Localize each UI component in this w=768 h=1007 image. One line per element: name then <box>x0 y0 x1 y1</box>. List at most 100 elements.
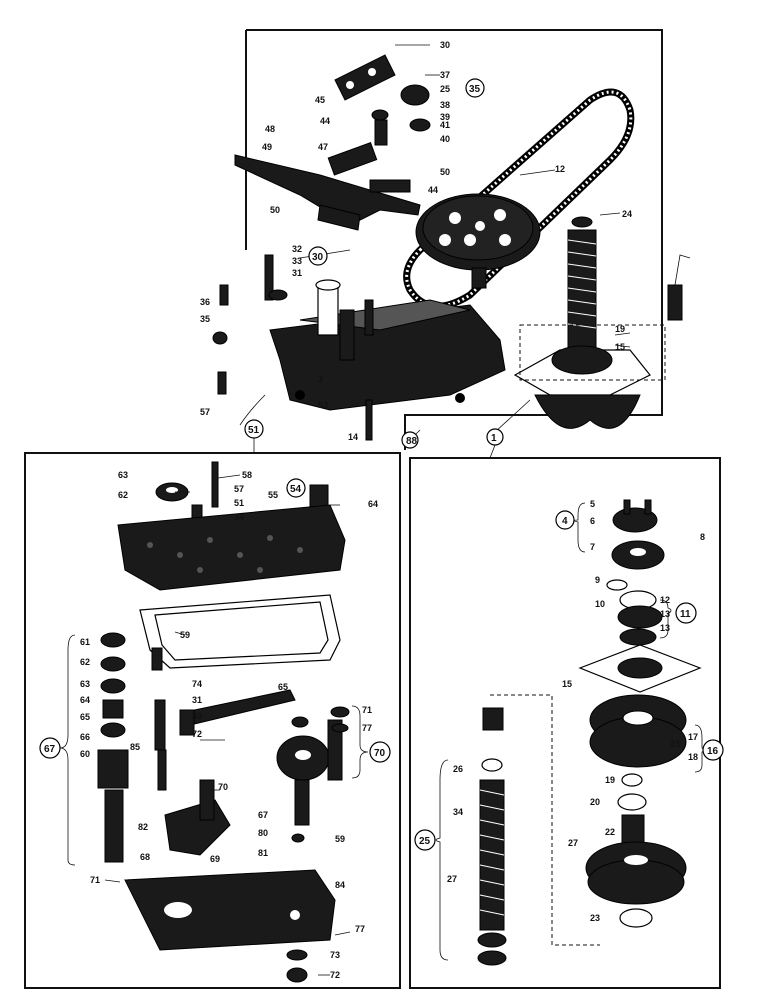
drive-pulley <box>415 193 541 289</box>
callout: 44 <box>320 116 330 126</box>
upper-callouts: 30 37 25 38 39 41 40 45 44 47 48 49 50 5… <box>200 40 632 449</box>
group-marker: 70 <box>369 741 391 763</box>
group-marker-label: 51 <box>248 425 260 436</box>
callout: 27 <box>568 838 578 848</box>
callout: 1 <box>491 433 497 444</box>
right-gear <box>276 735 330 843</box>
callout: 13 <box>660 609 670 619</box>
callout: 6 <box>590 516 595 526</box>
left-gear-stack <box>97 632 129 863</box>
callout: 36 <box>200 297 210 307</box>
callout: 30 <box>440 40 450 50</box>
callout: 47 <box>318 142 328 152</box>
callout: 50 <box>440 167 450 177</box>
callout: 71 <box>362 705 372 715</box>
group-marker-label: 54 <box>290 484 302 495</box>
callout: 38 <box>440 100 450 110</box>
top-block <box>334 54 431 146</box>
callout: 19 <box>615 324 625 334</box>
callout: 48 <box>265 124 275 134</box>
callout: 7 <box>590 542 595 552</box>
group-marker: 67 <box>39 737 61 759</box>
callout: 53 <box>318 400 328 410</box>
callout: 20 <box>590 797 600 807</box>
callout: 17 <box>688 732 698 742</box>
group-marker-label: 67 <box>44 744 56 755</box>
group-marker-label: 35 <box>469 84 481 95</box>
callout: 71 <box>90 875 100 885</box>
callout: 84 <box>335 880 345 890</box>
callout: 25 <box>440 84 450 94</box>
callout: 65 <box>80 712 90 722</box>
callout: 61 <box>80 637 90 647</box>
callout: 59 <box>335 834 345 844</box>
callout: 33 <box>192 711 202 721</box>
callout: 77 <box>362 723 372 733</box>
upper-assembly: 30 37 25 38 39 41 40 45 44 47 48 49 50 5… <box>200 40 691 449</box>
callout: 5 <box>590 499 595 509</box>
base-mount <box>513 324 666 429</box>
callout: 68 <box>140 852 150 862</box>
callout: 37 <box>440 70 450 80</box>
callout: 32 <box>292 244 302 254</box>
callout: 59 <box>180 630 190 640</box>
callout: 55 <box>268 490 278 500</box>
callout: 3 <box>318 374 323 384</box>
callout: 69 <box>210 854 220 864</box>
callout: 57 <box>234 484 244 494</box>
group-marker: 11 <box>675 602 697 624</box>
gear-case <box>269 279 506 411</box>
callout: 12 <box>555 164 565 174</box>
callout: 81 <box>258 848 268 858</box>
callout: 88 <box>406 436 418 447</box>
group-marker: 35 <box>465 78 485 98</box>
callout: 70 <box>218 782 228 792</box>
group-marker-label: 4 <box>562 516 568 527</box>
group-marker-label: 16 <box>707 746 719 757</box>
callout: 60 <box>80 749 90 759</box>
lower-right-callouts: 5 6 7 8 9 10 12 13 13 15 17 18 19 20 22 … <box>414 499 724 923</box>
callout: 31 <box>192 695 202 705</box>
callout: 10 <box>595 599 605 609</box>
callout: 23 <box>670 739 680 749</box>
callout: 77 <box>355 924 365 934</box>
callout: 85 <box>130 742 140 752</box>
callout: 33 <box>292 256 302 266</box>
callout: 67 <box>258 810 268 820</box>
callout: 9 <box>595 575 600 585</box>
group-marker: 1 <box>486 428 504 446</box>
callout: 26 <box>453 764 463 774</box>
callout: 23 <box>590 913 600 923</box>
callout: 66 <box>80 732 90 742</box>
callout: 24 <box>622 209 632 219</box>
callout: 64 <box>368 499 378 509</box>
callout: 45 <box>315 95 325 105</box>
callout: 31 <box>292 268 302 278</box>
callout: 35 <box>200 314 210 324</box>
callout: 80 <box>258 828 268 838</box>
callout: 13 <box>660 623 670 633</box>
callout: 74 <box>192 679 202 689</box>
callout: 73 <box>330 950 340 960</box>
callout: 15 <box>562 679 572 689</box>
callout: 27 <box>447 874 457 884</box>
shaft-spring <box>567 216 597 351</box>
side-spring <box>667 254 691 321</box>
callout: 62 <box>118 490 128 500</box>
callout: 40 <box>440 134 450 144</box>
panel-frames <box>24 29 721 989</box>
group-marker: 30 <box>308 246 328 266</box>
callout: 72 <box>192 729 202 739</box>
group-marker-label: 30 <box>312 252 324 263</box>
connector-lines: 51 <box>244 419 496 459</box>
lower-left-leaders <box>104 474 351 976</box>
callout: 50 <box>270 205 280 215</box>
group-marker-label: 70 <box>374 748 386 759</box>
callout: 51 <box>234 498 244 508</box>
callout: 49 <box>262 142 272 152</box>
upper-panel-frame <box>246 29 663 450</box>
callout: 62 <box>80 657 90 667</box>
callout: 39 <box>440 112 450 122</box>
callout: 63 <box>80 679 90 689</box>
